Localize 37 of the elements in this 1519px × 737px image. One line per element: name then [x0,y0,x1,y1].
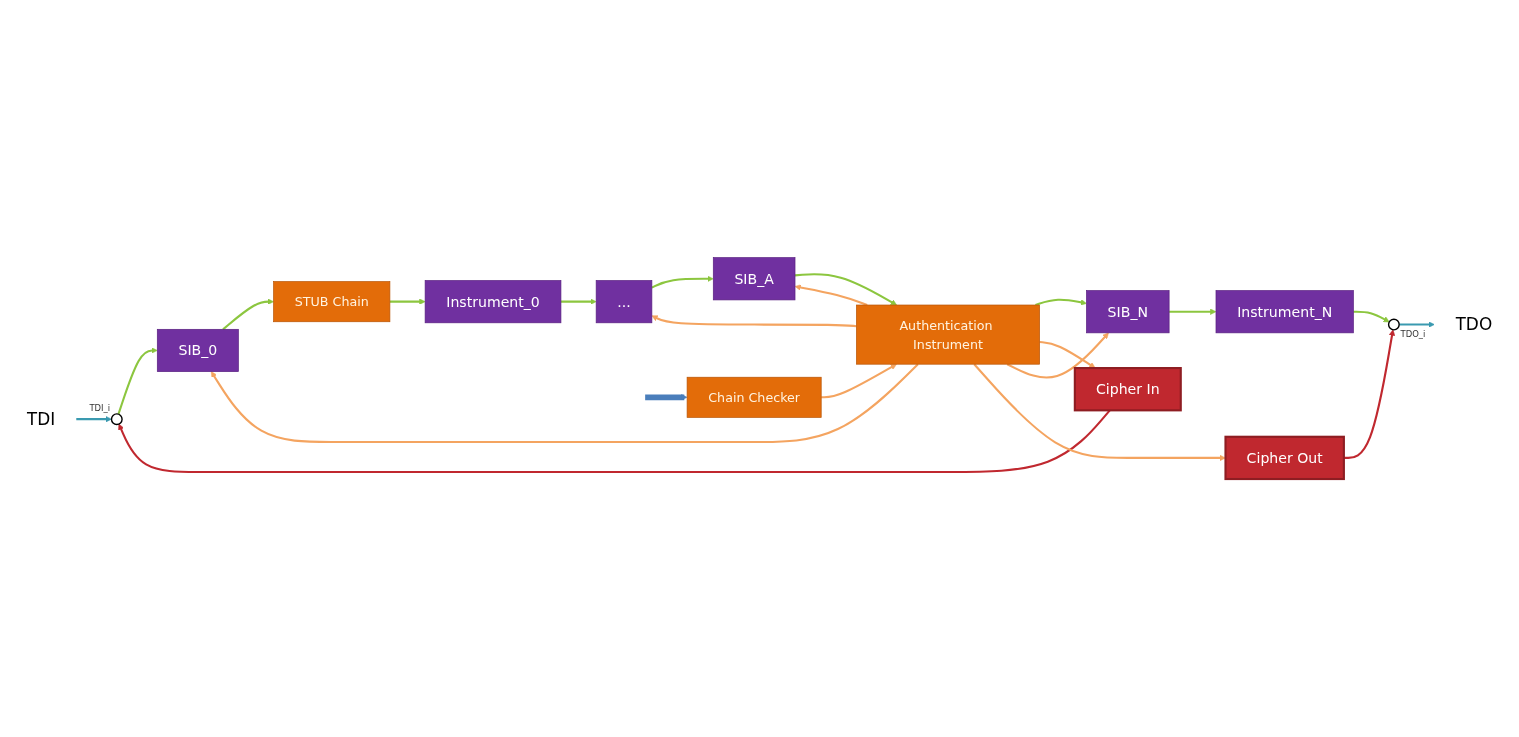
node-text: TDI [26,409,56,430]
arrow [560,298,597,305]
node-circle [1387,318,1400,331]
node-box: SIB_A [712,257,796,301]
node-box: Instrument_N [1215,290,1354,334]
arrow [821,364,897,399]
node-box: ... [595,280,653,324]
node-box: Cipher In [1073,367,1182,412]
node-caption: TDI_i [89,403,111,414]
arrow [76,416,112,423]
arrow [1399,321,1435,328]
arrow [1169,308,1217,315]
arrow [794,284,868,307]
node-box: Instrument_0 [424,280,562,324]
arrow [973,363,1226,462]
node-box: Chain Checker [686,377,822,418]
arrow [651,275,714,289]
arrow [210,363,919,444]
arrow [389,298,426,305]
node-box: STUB Chain [273,281,391,323]
node-box: SIB_N [1086,290,1170,334]
arrow [1035,298,1087,307]
arrow [794,273,897,306]
arrow [222,298,274,331]
arrow [1343,329,1396,460]
node-caption: TDO_i [1400,329,1426,340]
node-box: Authentication Instrument [856,304,1040,365]
node-text: TDO [1455,314,1493,335]
arrow [1006,332,1109,379]
node-circle [110,413,123,426]
arrow [651,315,857,328]
arrow [117,347,158,415]
node-box: SIB_0 [156,329,239,373]
arrow [1039,341,1096,369]
arrow [645,394,688,401]
node-box: Cipher Out [1224,435,1345,481]
arrow [1353,310,1390,323]
